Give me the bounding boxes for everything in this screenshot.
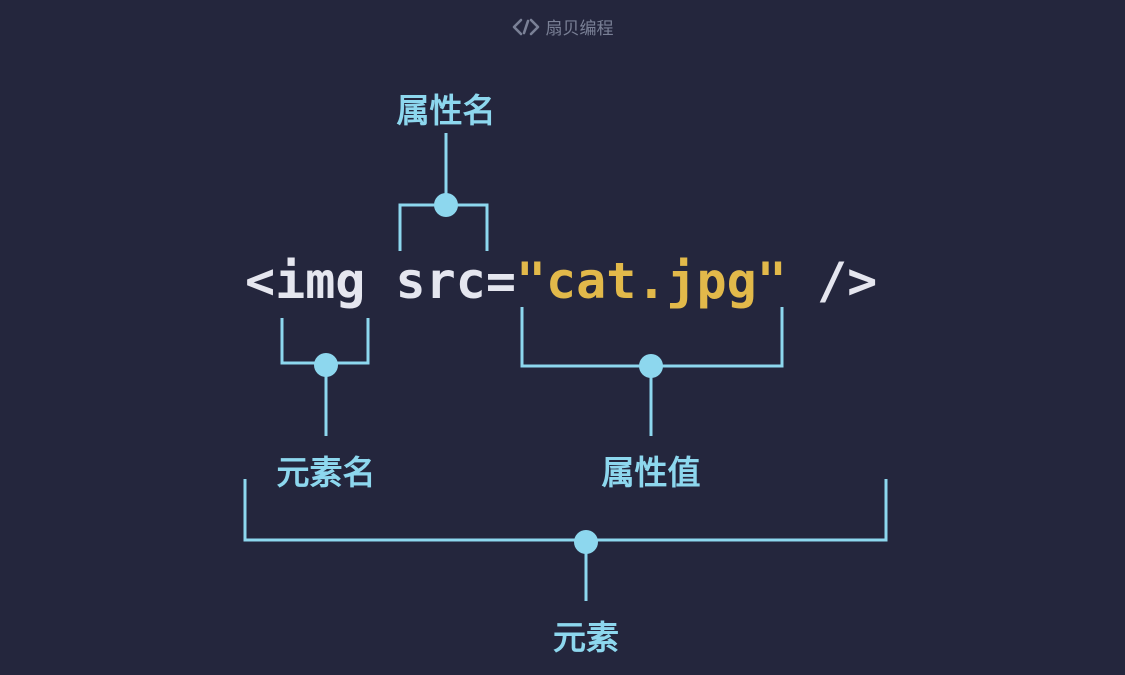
code-attribute-value: "cat.jpg" bbox=[515, 252, 787, 310]
element-node bbox=[574, 530, 598, 554]
code-brackets-icon bbox=[512, 18, 539, 35]
code-attribute: src= bbox=[395, 252, 516, 310]
code-snippet: <img src="cat.jpg" /> bbox=[245, 251, 877, 311]
element-name-node bbox=[314, 353, 338, 377]
label-attribute-name: 属性名 bbox=[396, 91, 496, 130]
label-element: 元素 bbox=[553, 618, 619, 657]
attribute-value-node bbox=[639, 354, 663, 378]
code-open-tag: <img bbox=[245, 252, 396, 310]
code-close-tag: /> bbox=[786, 252, 878, 310]
brand-name: 扇贝编程 bbox=[545, 19, 614, 39]
attribute-name-node bbox=[434, 193, 458, 217]
label-element-name: 元素名 bbox=[276, 453, 376, 492]
brand-header: 扇贝编程 bbox=[0, 14, 1125, 39]
element-bracket bbox=[243, 479, 888, 542]
label-attribute-value: 属性值 bbox=[601, 453, 701, 492]
